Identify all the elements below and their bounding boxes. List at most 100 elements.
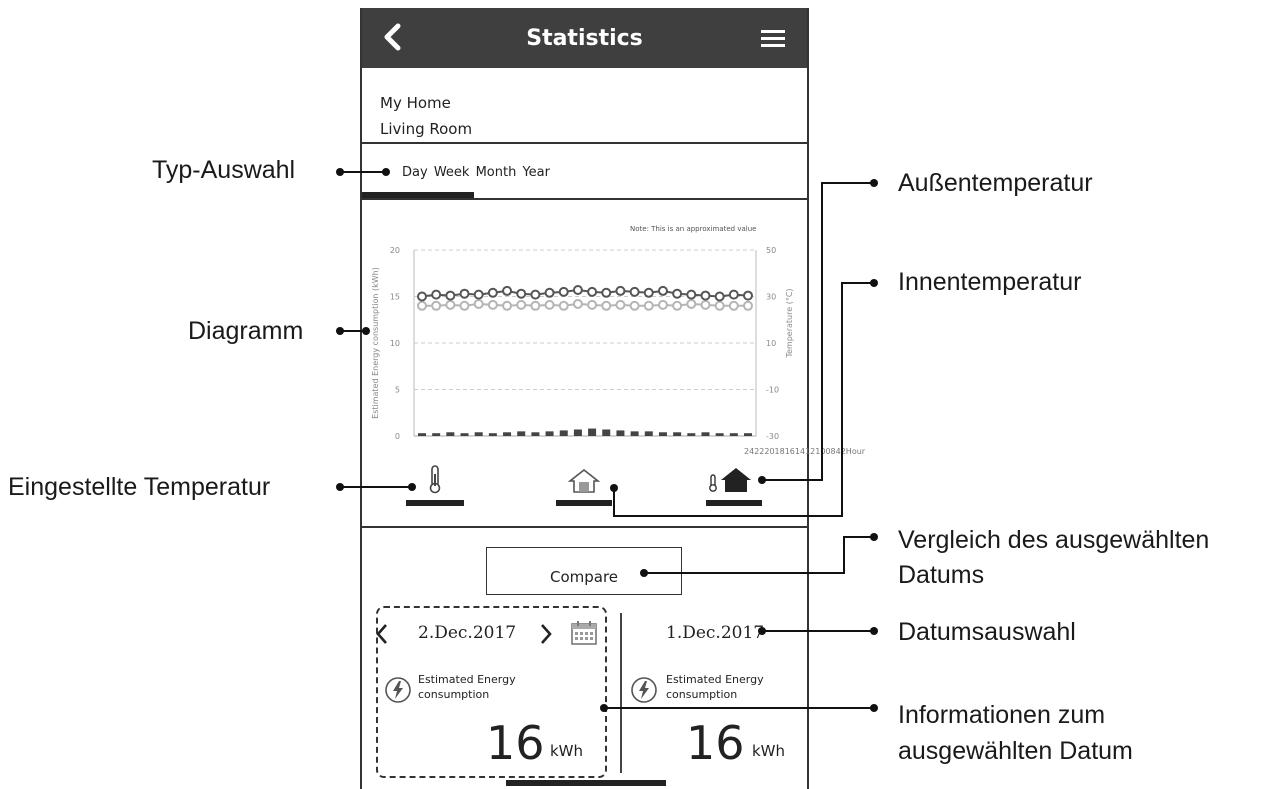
lightning-bolt-icon xyxy=(631,677,657,703)
annotation-diagramm: Diagramm xyxy=(188,317,304,345)
data-point xyxy=(615,285,626,296)
data-point xyxy=(544,299,555,310)
bar xyxy=(545,431,554,436)
x-tick-labels: 24222018161412100842Hour xyxy=(744,447,866,456)
energy-value-right: 16 xyxy=(686,716,745,770)
annotation-datumsauswahl: Datumsauswahl xyxy=(898,618,1076,646)
data-point xyxy=(558,300,569,311)
annotation-vergleich-line1: Vergleich des ausgewählten xyxy=(898,526,1210,554)
chevron-right-icon[interactable] xyxy=(538,622,554,646)
outdoor-indicator xyxy=(706,500,762,506)
tab-week[interactable]: Week xyxy=(433,165,470,180)
bar xyxy=(673,432,682,436)
data-point xyxy=(743,300,753,311)
chevron-left-icon xyxy=(384,23,401,51)
calendar-icon[interactable] xyxy=(570,619,598,647)
y-tick-left: 10 xyxy=(390,339,400,348)
data-point xyxy=(686,298,697,309)
data-point xyxy=(459,288,470,299)
home-indicator xyxy=(506,780,666,786)
energy-label-right: Estimated Energy consumption xyxy=(666,673,764,701)
date-right[interactable]: 1.Dec.2017 xyxy=(666,623,765,643)
y-axis-left-label: Estimated Energy consumption (kWh) xyxy=(371,267,380,419)
thermometer-house-icon[interactable] xyxy=(708,466,756,494)
data-point xyxy=(431,300,442,311)
bar xyxy=(630,431,639,436)
bar xyxy=(460,433,469,436)
data-point xyxy=(558,286,569,297)
data-point xyxy=(657,299,668,310)
divider xyxy=(362,198,807,200)
data-point xyxy=(502,300,513,311)
data-point xyxy=(473,289,484,300)
annotation-info-line1: Informationen zum xyxy=(898,701,1106,729)
annotation-info-line2: ausgewählten Datum xyxy=(898,737,1133,765)
data-point xyxy=(473,298,484,309)
top-bar: Statistics xyxy=(362,8,807,68)
room-name: Living Room xyxy=(380,120,473,138)
y-tick-right: 10 xyxy=(766,339,776,348)
data-point xyxy=(657,285,668,296)
data-point xyxy=(445,290,456,301)
compare-button[interactable]: Compare xyxy=(486,547,682,595)
data-point xyxy=(643,287,654,298)
bar xyxy=(573,429,582,436)
data-point xyxy=(530,300,541,311)
data-point xyxy=(601,300,612,311)
bar xyxy=(687,433,696,436)
energy-value-left: 16 xyxy=(486,716,545,770)
lightning-bolt-icon xyxy=(385,677,411,703)
data-point xyxy=(728,289,739,300)
data-point xyxy=(728,300,739,311)
data-point xyxy=(516,299,527,310)
divider xyxy=(362,526,807,528)
data-point xyxy=(714,291,725,302)
energy-unit-right: kWh xyxy=(752,742,786,760)
data-point xyxy=(629,286,640,297)
data-point xyxy=(629,300,640,311)
house-icon[interactable] xyxy=(567,468,601,494)
data-point xyxy=(587,299,598,310)
back-button[interactable] xyxy=(382,22,412,54)
data-point xyxy=(743,290,753,301)
y-tick-left: 20 xyxy=(390,246,400,255)
series-line xyxy=(422,302,748,307)
home-name: My Home xyxy=(380,94,451,112)
data-point xyxy=(502,285,513,296)
y-axis-right-label: Temperature (°C) xyxy=(785,288,794,358)
energy-label-left: Estimated Energy consumption xyxy=(418,673,516,701)
series-line xyxy=(421,288,749,298)
y-tick-right: -10 xyxy=(766,386,779,395)
bar xyxy=(503,432,512,436)
y-tick-left: 15 xyxy=(390,293,400,302)
y-tick-left: 0 xyxy=(395,432,400,441)
page-title: Statistics xyxy=(526,26,643,51)
data-point xyxy=(643,300,654,311)
data-point xyxy=(615,299,626,310)
annotation-vergleich-line2: Datums xyxy=(898,561,985,589)
data-point xyxy=(700,290,711,301)
tab-year[interactable]: Year xyxy=(522,165,550,180)
hamburger-icon-line xyxy=(761,37,785,40)
y-tick-right: 30 xyxy=(766,293,776,302)
thermometer-icon[interactable] xyxy=(426,464,444,494)
menu-button[interactable] xyxy=(761,30,785,48)
phone-screen: Statistics My Home Living Room Day Week … xyxy=(360,8,866,789)
bar xyxy=(644,431,653,436)
bar xyxy=(474,432,483,436)
bar xyxy=(701,432,710,436)
chart-note: Note: This is an approximated value xyxy=(630,225,757,233)
data-point xyxy=(459,300,470,311)
bar xyxy=(715,433,724,436)
data-point xyxy=(431,289,442,300)
data-point xyxy=(672,288,683,299)
data-point xyxy=(601,287,612,298)
chevron-left-icon[interactable] xyxy=(374,622,390,646)
data-point xyxy=(700,299,711,310)
data-point xyxy=(544,287,555,298)
tab-month[interactable]: Month xyxy=(475,165,517,180)
divider xyxy=(362,142,807,144)
tab-day[interactable]: Day xyxy=(402,165,428,180)
bar xyxy=(744,433,752,436)
annotation-eingestellte-temperatur: Eingestellte Temperatur xyxy=(8,473,271,501)
